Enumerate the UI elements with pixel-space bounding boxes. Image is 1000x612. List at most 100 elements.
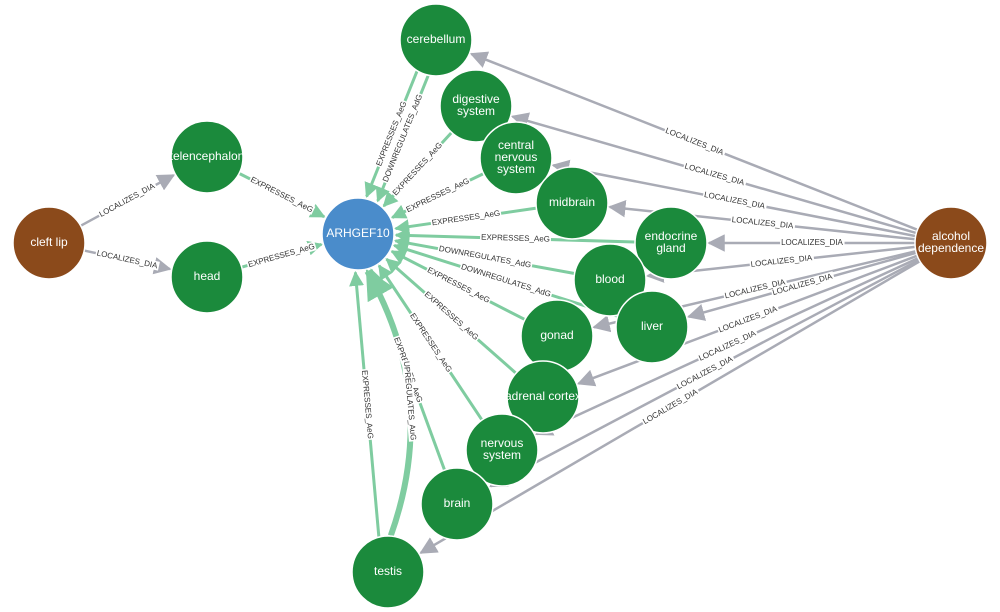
node-circle-testis[interactable] bbox=[351, 535, 425, 609]
node-label-alcohol-dependence: dependence bbox=[918, 241, 984, 255]
node-testis[interactable]: testis bbox=[351, 535, 425, 609]
edge-label: LOCALIZES_DIA bbox=[781, 238, 843, 247]
edge-label: LOCALIZES_DIA bbox=[98, 181, 157, 219]
node-arhgef10[interactable]: ARHGEF10 bbox=[321, 197, 395, 271]
edge-label-background bbox=[248, 174, 316, 215]
node-midbrain[interactable]: midbrain bbox=[535, 166, 609, 240]
edge-label-group: EXPRESSES_AeG bbox=[407, 310, 455, 375]
edge-label: LOCALIZES_DIA bbox=[717, 304, 779, 334]
edge-label-background bbox=[403, 175, 472, 215]
edge-label-background bbox=[640, 386, 701, 427]
edge-label-background bbox=[716, 303, 780, 335]
edge-label: LOCALIZES_DIA bbox=[750, 253, 813, 269]
edge-label-background bbox=[421, 289, 482, 343]
edge-label: DOWNREGULATES_AdG bbox=[438, 244, 532, 270]
node-circle-central-nervous-system[interactable] bbox=[479, 121, 553, 195]
node-label-central-nervous-system: central bbox=[498, 138, 534, 152]
node-brain[interactable]: brain bbox=[420, 467, 494, 541]
edge-label: LOCALIZES_DIA bbox=[703, 190, 766, 211]
node-circle-endocrine-gland[interactable] bbox=[634, 206, 708, 280]
edge-label-background bbox=[702, 189, 768, 211]
node-circle-alcohol-dependence[interactable] bbox=[914, 206, 988, 280]
edge-label-group: EXPRESSES_AeG bbox=[430, 208, 502, 228]
node-head[interactable]: head bbox=[170, 240, 244, 314]
edge-label-group: LOCALIZES_DIA bbox=[730, 214, 796, 231]
edge-label-group: EXPRESSES_AeG bbox=[248, 174, 316, 215]
node-circle-cerebellum[interactable] bbox=[399, 3, 473, 77]
edge-label: EXPRESSES_AeG bbox=[405, 176, 471, 214]
edge-label: EXPRESSES_AeG bbox=[360, 370, 375, 439]
edge-label: LOCALIZES_DIA bbox=[96, 249, 159, 271]
edge-label-background bbox=[407, 310, 455, 375]
edge-label-group: LOCALIZES_DIA bbox=[94, 248, 160, 271]
node-circle-digestive-system[interactable] bbox=[439, 69, 513, 143]
node-label-telencephalon: telencephalon bbox=[170, 149, 245, 163]
node-label-central-nervous-system: system bbox=[497, 162, 535, 176]
node-circle-head[interactable] bbox=[170, 240, 244, 314]
node-adrenal-cortex[interactable]: adrenal cortex bbox=[505, 360, 581, 434]
edge-label-background bbox=[359, 368, 376, 441]
edge-label-background bbox=[374, 99, 409, 169]
node-label-head: head bbox=[194, 269, 221, 283]
node-cerebellum[interactable]: cerebellum bbox=[399, 3, 473, 77]
edge-label: LOCALIZES_DIA bbox=[664, 126, 725, 157]
node-label-liver: liver bbox=[641, 319, 663, 333]
edge-label-group: LOCALIZES_DIA bbox=[780, 238, 845, 248]
edge-label-background bbox=[94, 248, 160, 271]
node-circle-blood[interactable] bbox=[573, 243, 647, 317]
node-circle-cleft-lip[interactable] bbox=[12, 206, 86, 280]
node-label-arhgef10: ARHGEF10 bbox=[326, 226, 390, 240]
edge-label-background bbox=[246, 241, 317, 270]
edge-label: LOCALIZES_DIA bbox=[684, 162, 747, 188]
node-circle-telencephalon[interactable] bbox=[170, 120, 244, 194]
edge-label-background bbox=[459, 261, 554, 300]
edge-label: LOCALIZES_DIA bbox=[641, 387, 699, 426]
node-label-digestive-system: system bbox=[457, 104, 495, 118]
edge-label-background bbox=[730, 214, 796, 231]
edge-label-background bbox=[722, 277, 788, 301]
node-circle-midbrain[interactable] bbox=[535, 166, 609, 240]
node-circle-adrenal-cortex[interactable] bbox=[506, 360, 580, 434]
node-label-endocrine-gland: endocrine bbox=[645, 229, 698, 243]
node-label-endocrine-gland: gland bbox=[656, 241, 685, 255]
node-label-blood: blood bbox=[595, 272, 624, 286]
node-circle-brain[interactable] bbox=[420, 467, 494, 541]
node-label-adrenal-cortex: adrenal cortex bbox=[505, 389, 581, 403]
edge-label-background bbox=[479, 232, 552, 244]
edge-label-background bbox=[96, 180, 158, 220]
edge-label: EXPRESSES_AeG bbox=[249, 175, 314, 214]
node-gonad[interactable]: gonad bbox=[520, 299, 594, 373]
node-label-testis: testis bbox=[374, 564, 402, 578]
edge-label: EXPRESSES_AeG bbox=[431, 209, 501, 228]
edge-label-background bbox=[682, 161, 748, 188]
edge-label-background bbox=[674, 353, 736, 392]
edge-label-group: DOWNREGULATES_AdG bbox=[437, 243, 533, 270]
node-cleft-lip[interactable]: cleft lip bbox=[12, 206, 86, 280]
node-circle-arhgef10[interactable] bbox=[321, 197, 395, 271]
node-label-digestive-system: digestive bbox=[452, 92, 500, 106]
edge-label-group: LOCALIZES_DIA bbox=[702, 189, 768, 211]
edge-label-background bbox=[424, 264, 493, 306]
node-telencephalon[interactable]: telencephalon bbox=[170, 120, 245, 194]
edge-label-group: EXPRESSES_AeG bbox=[479, 232, 552, 244]
edge-label-background bbox=[749, 253, 815, 269]
node-label-nervous-system: system bbox=[483, 448, 521, 462]
edge-label-group: EXPRESSES_AeG bbox=[359, 368, 376, 441]
edge-label-group: EXPRESSES_AeG bbox=[403, 175, 472, 215]
edge-label-background bbox=[401, 359, 418, 442]
edge-label: LOCALIZES_DIA bbox=[731, 215, 794, 231]
edge-label-background bbox=[696, 328, 759, 364]
node-liver[interactable]: liver bbox=[615, 290, 689, 364]
node-circle-liver[interactable] bbox=[615, 290, 689, 364]
node-label-nervous-system: nervous bbox=[481, 436, 524, 450]
edge-label-group: LOCALIZES_DIA bbox=[96, 180, 158, 220]
node-circle-nervous-system[interactable] bbox=[465, 413, 539, 487]
node-blood[interactable]: blood bbox=[573, 243, 647, 317]
